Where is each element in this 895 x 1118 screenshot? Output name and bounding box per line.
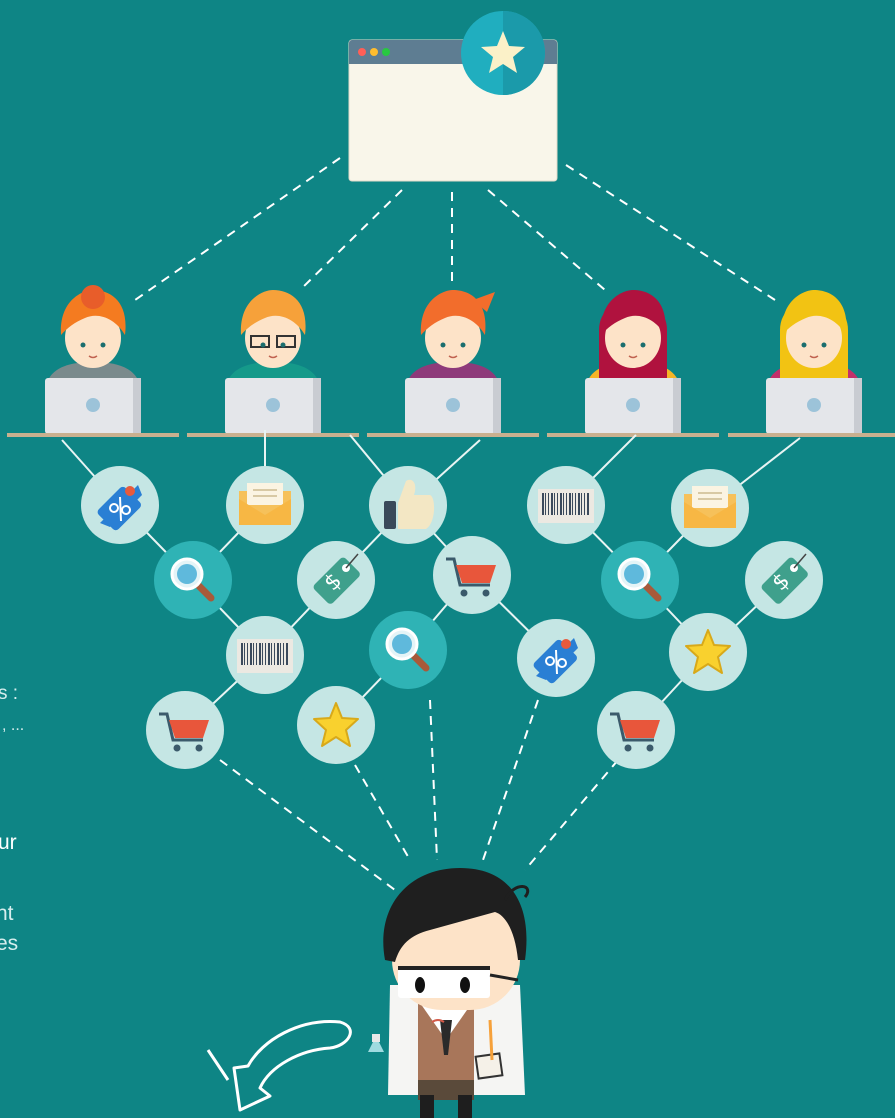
magnifier-icon xyxy=(369,611,447,689)
envelope-icon xyxy=(671,469,749,547)
discount-tag-icon xyxy=(517,619,595,697)
discount-tag-icon xyxy=(81,466,159,544)
laptop-icon xyxy=(45,378,141,434)
star-badge-icon xyxy=(461,11,545,95)
data-analyst-icon xyxy=(368,868,529,1118)
laptop-icon xyxy=(405,378,501,434)
browser-window xyxy=(348,11,558,182)
desk xyxy=(367,433,539,437)
curved-arrow-icon xyxy=(206,1020,352,1112)
desk xyxy=(187,433,359,437)
laptop-icon xyxy=(585,378,681,434)
desk xyxy=(547,433,719,437)
window-connection-lines xyxy=(134,157,776,301)
event-nodes: $$ xyxy=(81,466,823,769)
window-close-dot xyxy=(358,48,366,56)
side-text-line-5: es xyxy=(0,932,19,955)
laptop-icon xyxy=(225,378,321,434)
shopping-cart-icon xyxy=(597,691,675,769)
window-maximize-dot xyxy=(382,48,390,56)
desk xyxy=(7,433,179,437)
star-icon xyxy=(297,686,375,764)
user-avatar-icon xyxy=(585,290,681,390)
side-text-line-2: , ... xyxy=(2,717,25,734)
envelope-icon xyxy=(226,466,304,544)
user-avatar-icon xyxy=(225,290,321,390)
barcode-icon xyxy=(226,616,304,694)
star-icon xyxy=(669,613,747,691)
window-minimize-dot xyxy=(370,48,378,56)
user-avatar-icon xyxy=(766,290,862,390)
laptop-icon xyxy=(766,378,862,434)
price-tag-icon: $ xyxy=(297,541,375,619)
price-tag-icon: $ xyxy=(745,541,823,619)
user-avatar-icon xyxy=(405,290,501,390)
shopping-cart-icon xyxy=(433,536,511,614)
magnifier-icon xyxy=(154,541,232,619)
user-avatar-icon xyxy=(45,285,141,390)
thumbs-up-icon xyxy=(369,466,447,544)
side-text-line-1: s : xyxy=(0,683,19,704)
users-row xyxy=(7,285,895,437)
shopping-cart-icon xyxy=(146,691,224,769)
magnifier-icon xyxy=(601,541,679,619)
barcode-icon xyxy=(527,466,605,544)
analyst-connection-lines xyxy=(219,699,619,891)
desk xyxy=(728,433,895,437)
side-text-line-4: nt xyxy=(0,902,14,925)
side-text-line-3: ur xyxy=(0,831,17,854)
